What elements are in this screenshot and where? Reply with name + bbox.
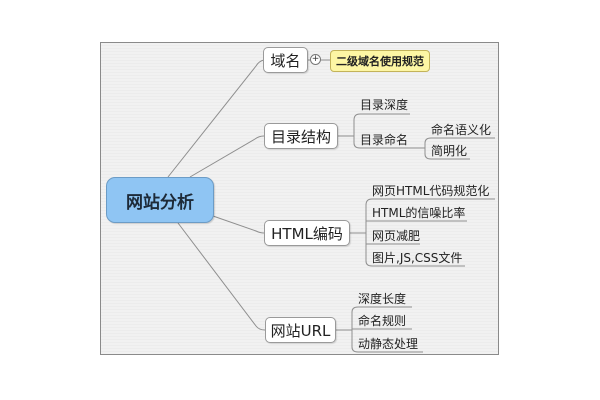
note-node[interactable]: 二级域名使用规范 bbox=[330, 50, 430, 72]
branch-label: 域名 bbox=[270, 51, 301, 70]
leaf-node[interactable]: 图片,JS,CSS文件 bbox=[372, 251, 463, 265]
root-node[interactable]: 网站分析 bbox=[106, 177, 214, 223]
branch-label: 目录结构 bbox=[270, 127, 331, 146]
note-label: 二级域名使用规范 bbox=[336, 55, 424, 68]
branch-node-directory[interactable]: 目录结构 bbox=[264, 123, 338, 149]
leaf-node[interactable]: 网页HTML代码规范化 bbox=[372, 184, 490, 198]
branch-label: 网站URL bbox=[270, 321, 331, 340]
leaf-node[interactable]: 目录命名 bbox=[360, 133, 409, 147]
leaf-node[interactable]: 目录深度 bbox=[360, 98, 409, 112]
leaf-node[interactable]: 网页减肥 bbox=[372, 229, 421, 243]
branch-node-html[interactable]: HTML编码 bbox=[264, 220, 350, 246]
leaf-node[interactable]: HTML的信噪比率 bbox=[372, 206, 466, 220]
branch-label: HTML编码 bbox=[271, 224, 343, 243]
branch-node-url[interactable]: 网站URL bbox=[265, 317, 336, 343]
root-node-label: 网站分析 bbox=[126, 192, 194, 213]
leaf-node[interactable]: 简明化 bbox=[431, 144, 468, 158]
leaf-node[interactable]: 命名语义化 bbox=[431, 123, 492, 137]
branch-node-domain[interactable]: 域名 bbox=[263, 47, 308, 73]
leaf-node[interactable]: 深度长度 bbox=[358, 292, 407, 306]
expand-plus-icon[interactable]: + bbox=[310, 54, 321, 65]
leaf-node[interactable]: 动静态处理 bbox=[358, 337, 419, 351]
leaf-node[interactable]: 命名规则 bbox=[358, 314, 407, 328]
